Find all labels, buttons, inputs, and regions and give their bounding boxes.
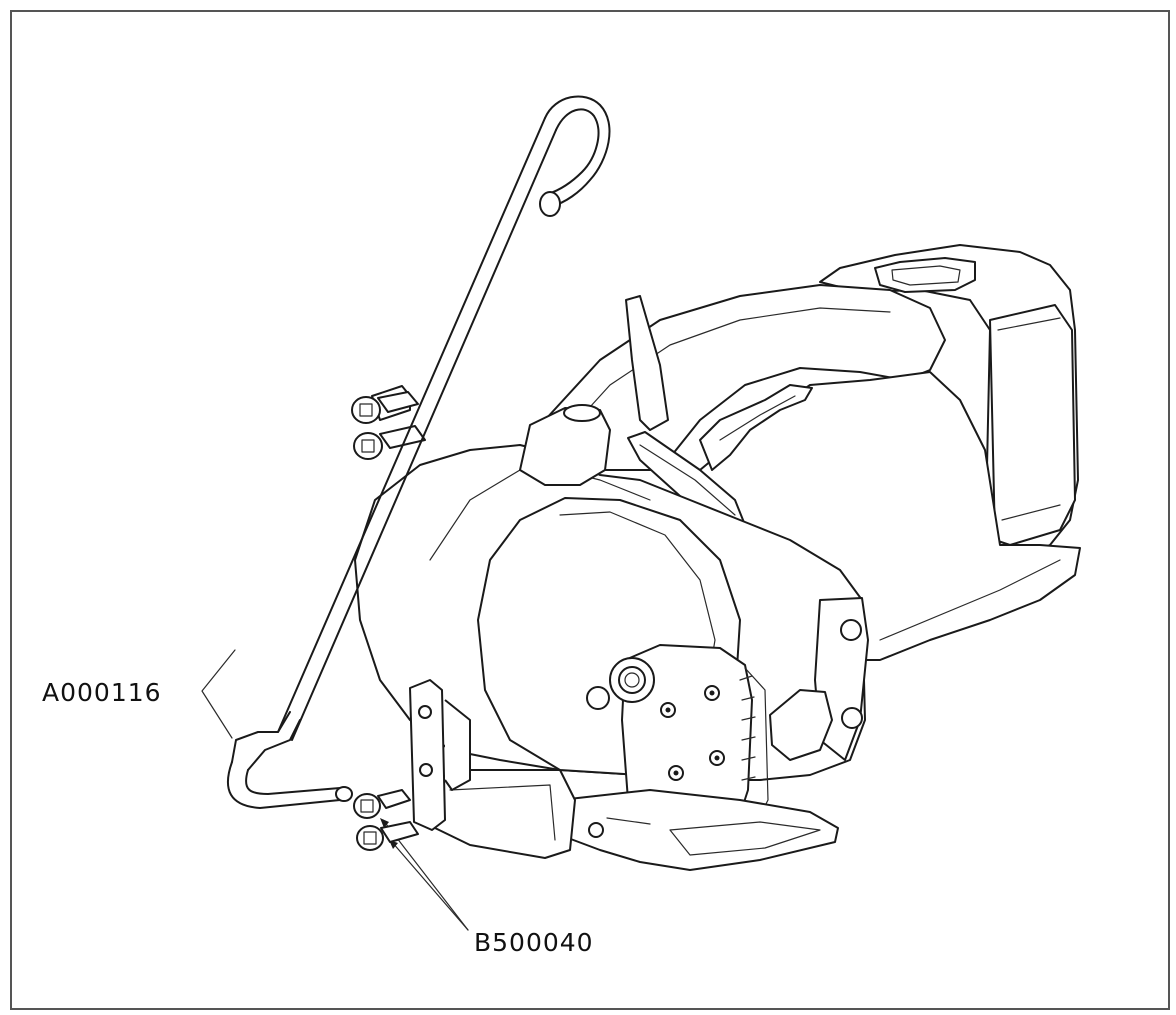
plate-bolts (660, 685, 725, 781)
base-plate (429, 769, 839, 871)
callout-label-b500040: B500040 (474, 928, 594, 957)
leader-a (201, 649, 236, 739)
callout-label-a000116: A000116 (42, 678, 162, 707)
tool-housing (519, 244, 1081, 661)
clamp-block (409, 679, 471, 831)
leader-b-2 (391, 841, 469, 931)
wire-hook (227, 95, 611, 809)
cap-screws (351, 385, 426, 460)
clamp-screw-heads (353, 789, 419, 851)
